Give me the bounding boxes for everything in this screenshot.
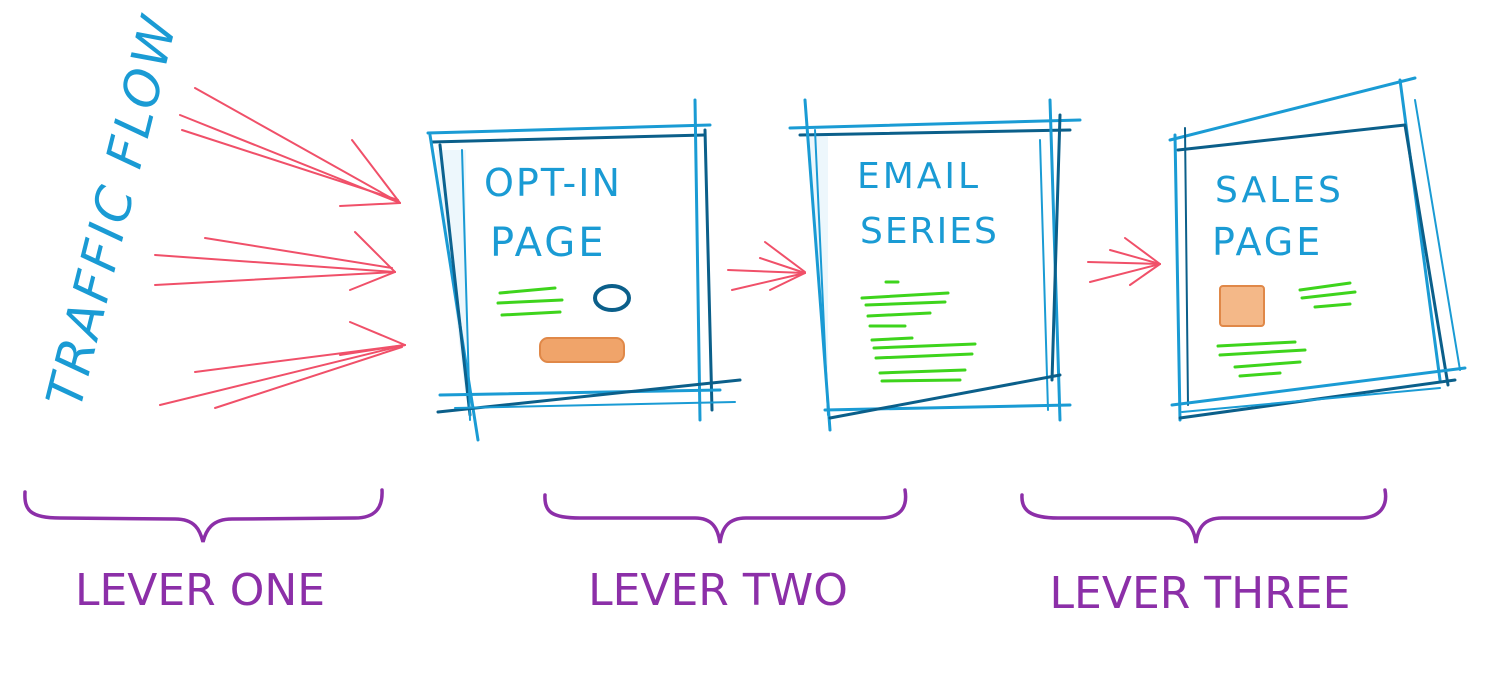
lever-two-label: LEVER TWO [588, 565, 848, 616]
traffic-arrows [154, 87, 406, 409]
brace-lever-two [543, 488, 908, 544]
email-series-frame [788, 98, 1082, 432]
brace-lever-one [23, 488, 384, 543]
email-series-title-line2: SERIES [860, 211, 999, 252]
email-series-card: EMAIL SERIES [788, 98, 1082, 432]
lever-three-label: LEVER THREE [1050, 568, 1351, 619]
opt-in-page-title-line1: OPT-IN [484, 161, 622, 205]
lever-one-label: LEVER ONE [75, 565, 325, 616]
opt-in-page-title-line2: PAGE [490, 220, 607, 266]
sales-page-title-line1: SALES [1215, 170, 1344, 211]
traffic-flow-label: TRAFFIC FLOW [35, 8, 189, 413]
opt-in-radio-icon [593, 284, 631, 312]
email-series-title-line1: EMAIL [857, 156, 981, 197]
sales-page-frame [1168, 76, 1467, 422]
sales-image-placeholder [1219, 285, 1265, 327]
opt-in-page-frame [426, 98, 742, 442]
brace-lever-three [1020, 488, 1388, 544]
opt-in-text-lines [496, 286, 564, 317]
sales-page-title-line2: PAGE [1212, 220, 1323, 264]
arrow-top [179, 87, 401, 207]
email-text-lines [860, 280, 977, 383]
sales-page-card: SALES PAGE [1168, 76, 1467, 422]
arrow-bottom [159, 321, 406, 409]
sales-text-lines [1216, 281, 1357, 378]
arrow-email-to-sales [1087, 237, 1161, 286]
arrow-opt-in-to-email [727, 241, 806, 291]
braces [23, 488, 1388, 544]
opt-in-page-card: OPT-IN PAGE [426, 98, 742, 442]
opt-in-button-shape [539, 337, 625, 363]
arrow-middle [154, 231, 396, 291]
